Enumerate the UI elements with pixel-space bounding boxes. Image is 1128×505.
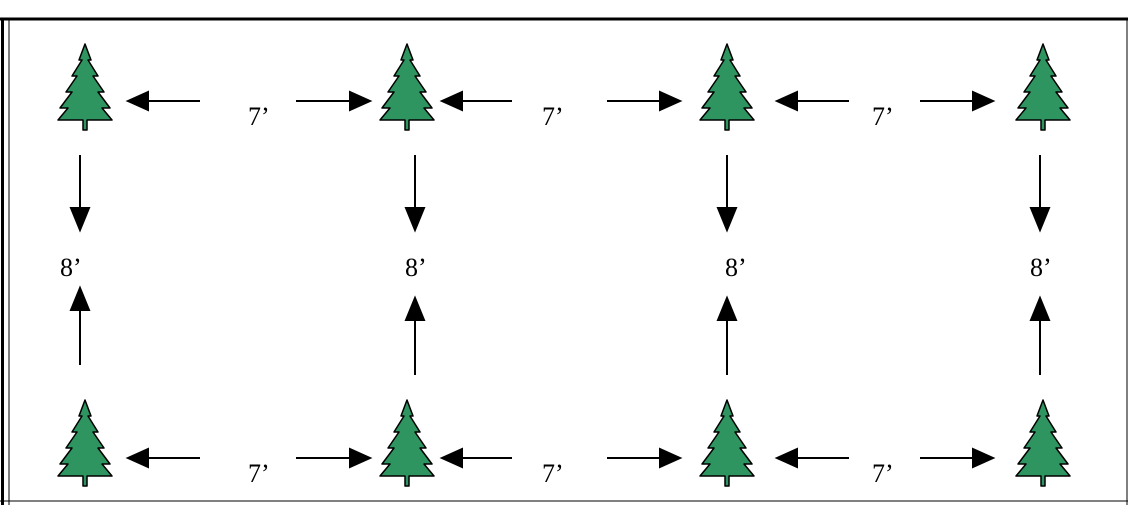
tree-icon — [57, 399, 113, 487]
arrow-head-right — [972, 447, 996, 469]
tree-icon — [699, 399, 755, 487]
spacing-label-horizontal: 7’ — [872, 102, 894, 131]
tree-icon — [57, 43, 113, 131]
arrow-head-right — [349, 447, 373, 469]
tree-icon — [1015, 43, 1071, 131]
tree-icon — [699, 43, 755, 131]
arrow-head-left — [439, 90, 463, 112]
arrow-head-right — [972, 90, 996, 112]
tree-icon — [379, 399, 435, 487]
tree-icon — [379, 43, 435, 131]
spacing-label-vertical: 8’ — [60, 253, 82, 282]
arrow-head-right — [659, 447, 683, 469]
arrow-head-left — [125, 447, 149, 469]
arrow-head-left — [774, 447, 798, 469]
spacing-label-horizontal: 7’ — [542, 102, 564, 131]
arrow-head-down — [716, 207, 738, 233]
arrow-head-right — [349, 90, 373, 112]
arrow-head-up — [69, 285, 91, 311]
spacing-label-vertical: 8’ — [1030, 253, 1052, 282]
arrow-head-up — [1029, 295, 1051, 321]
spacing-label-horizontal: 7’ — [542, 459, 564, 488]
tree-icon — [1015, 399, 1071, 487]
arrow-head-left — [774, 90, 798, 112]
spacing-label-horizontal: 7’ — [248, 459, 270, 488]
spacing-label-vertical: 8’ — [725, 253, 747, 282]
arrow-head-up — [716, 295, 738, 321]
arrow-head-right — [659, 90, 683, 112]
arrow-head-up — [404, 295, 426, 321]
arrow-head-left — [125, 90, 149, 112]
page-frame — [0, 17, 1128, 505]
spacing-label-horizontal: 7’ — [872, 459, 894, 488]
arrow-head-left — [439, 447, 463, 469]
arrow-head-down — [404, 207, 426, 233]
arrow-head-down — [1029, 207, 1051, 233]
spacing-label-horizontal: 7’ — [248, 102, 270, 131]
arrow-head-down — [69, 207, 91, 233]
spacing-label-vertical: 8’ — [405, 253, 427, 282]
